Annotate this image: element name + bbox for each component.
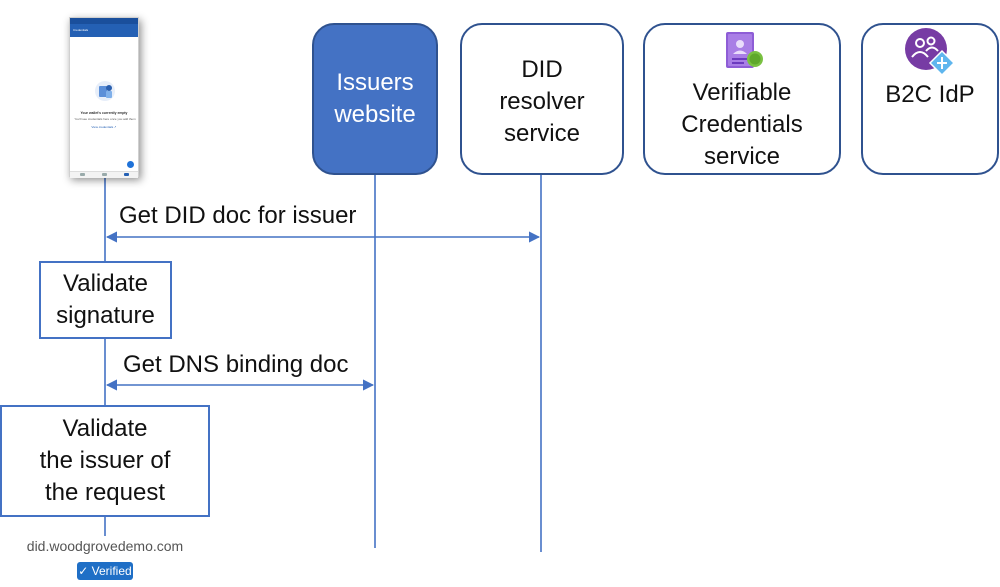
credential-card-icon [726,32,763,68]
mobile-wallet-app: Credentials Your wallet's currently empt… [69,17,139,178]
nav-passes-icon[interactable] [102,173,107,176]
participant-b2c-idp-label: B2C IdP [885,81,975,108]
participant-issuers-website-label: Issuers website [334,69,416,128]
phone-app-title: Credentials [70,24,138,37]
phone-link[interactable]: View credentials ↗ [91,125,117,129]
participant-issuers-website: Issuers website [312,23,438,175]
message-label-get-did-doc: Get DID doc for issuer [119,202,357,229]
b2c-idp-icon [905,28,956,77]
participant-vc-service-label: Verifiable Credentials service [681,79,803,170]
phone-empty-title: Your wallet's currently empty [80,111,128,115]
step-validate-signature-label: Validate signature [56,270,155,329]
step-validate-signature: Validate signature [39,261,172,339]
phone-empty-text: You'll see credentials here once you add… [74,117,136,121]
wallet-illustration-icon [95,81,115,101]
step-validate-issuer: Validate the issuer of the request [0,405,210,517]
phone-fab-button[interactable] [127,161,134,168]
verified-badge: ✓ Verified [77,562,133,580]
nav-activity-icon[interactable] [80,173,85,176]
domain-label: did.woodgrovedemo.com [26,538,184,554]
phone-status-bar [70,18,138,24]
message-label-get-dns-binding: Get DNS binding doc [123,351,349,378]
participant-did-resolver: DID resolver service [460,23,624,175]
participant-did-resolver-label: DID resolver service [499,56,585,147]
participant-vc-service: Verifiable Credentials service [643,23,841,175]
nav-credentials-icon[interactable] [124,173,129,176]
step-validate-issuer-label: Validate the issuer of the request [39,415,171,506]
